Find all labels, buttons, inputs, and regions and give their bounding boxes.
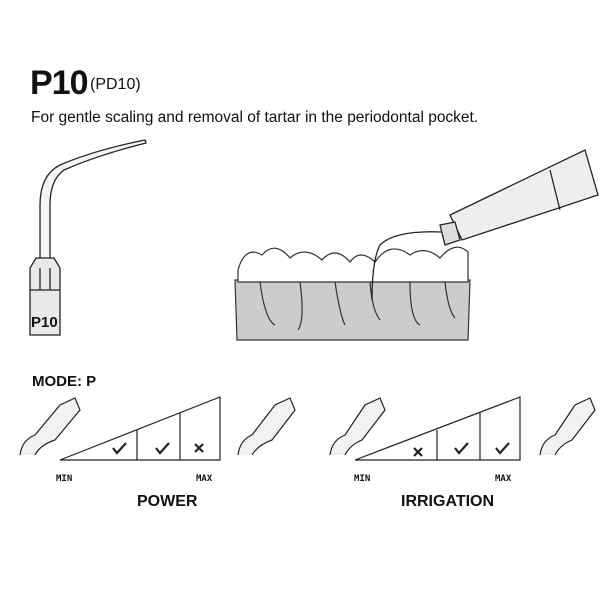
product-title: P10 bbox=[30, 64, 88, 102]
scaler-tip-illustration bbox=[29, 139, 147, 336]
teeth-illustration bbox=[234, 246, 471, 341]
irrigation-min: MIN bbox=[354, 474, 371, 484]
cross-icon bbox=[194, 443, 204, 453]
irrigation-graph bbox=[329, 396, 596, 461]
mode-label: MODE: P bbox=[32, 373, 97, 390]
product-description: For gentle scaling and removal of tartar… bbox=[31, 109, 479, 126]
power-max: MAX bbox=[196, 474, 213, 484]
cross-icon bbox=[413, 447, 423, 457]
power-graph bbox=[19, 396, 296, 461]
power-min: MIN bbox=[56, 474, 73, 484]
irrigation-max: MAX bbox=[495, 474, 512, 484]
product-code: (PD10) bbox=[90, 76, 141, 93]
check-icon bbox=[454, 442, 510, 455]
tip-label: P10 bbox=[31, 314, 58, 331]
check-icon bbox=[112, 442, 170, 455]
handpiece-illustration bbox=[371, 149, 599, 301]
power-label: POWER bbox=[137, 493, 198, 510]
irrigation-label: IRRIGATION bbox=[401, 493, 495, 510]
